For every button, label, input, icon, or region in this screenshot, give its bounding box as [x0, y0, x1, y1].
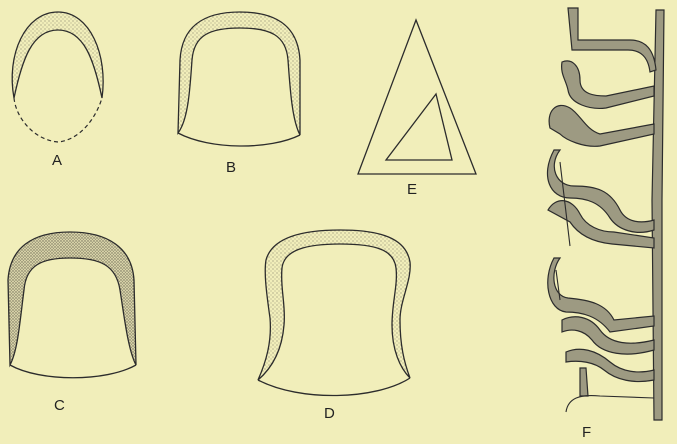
figure-c-shape — [8, 232, 136, 378]
label-c: C — [54, 398, 65, 413]
figure-b-shape — [178, 12, 300, 146]
label-e: E — [407, 182, 417, 197]
figure-d-shape — [258, 230, 410, 396]
figure-e-shape — [358, 20, 476, 174]
label-d: D — [324, 406, 335, 421]
label-a: A — [52, 153, 62, 168]
label-b: B — [226, 160, 236, 175]
figure-a-shape — [12, 12, 103, 142]
figure-f-shape — [547, 8, 664, 420]
label-f: F — [582, 425, 591, 440]
